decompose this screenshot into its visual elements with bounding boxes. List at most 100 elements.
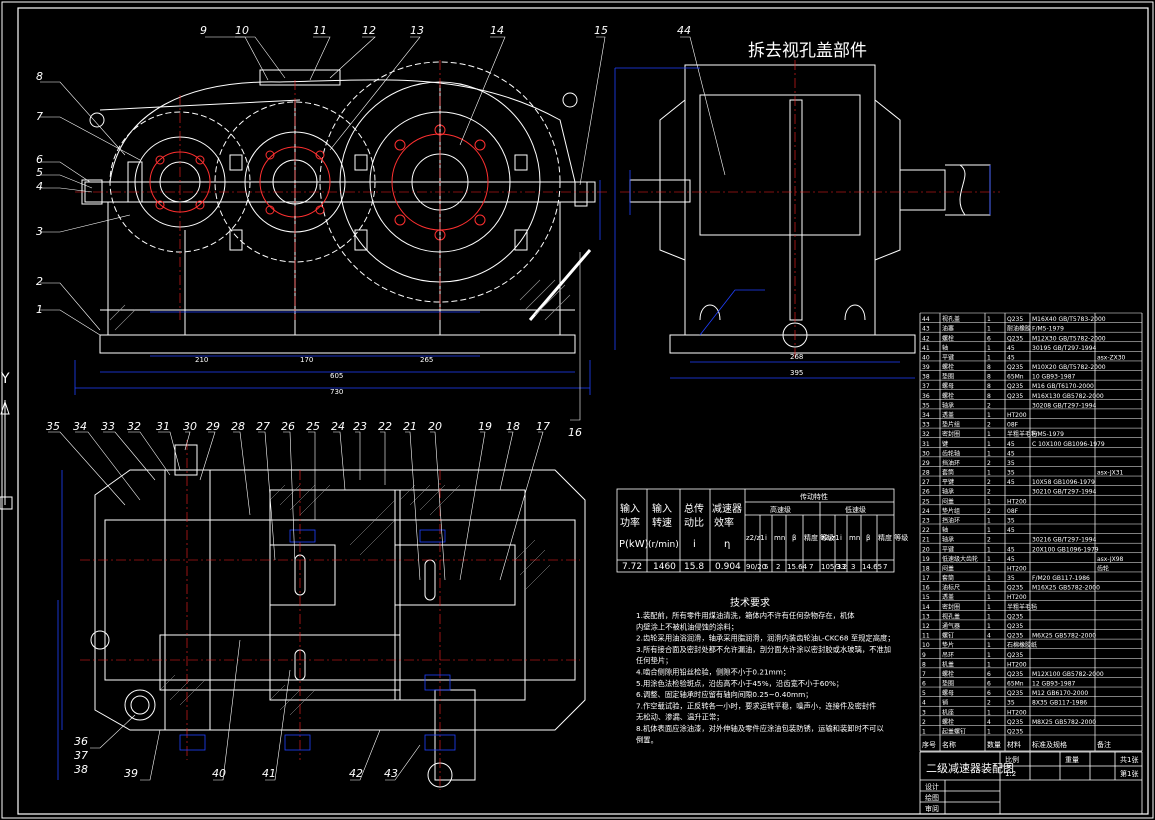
parts-cell: 1 bbox=[987, 441, 991, 448]
parts-cell: 螺栓 bbox=[942, 363, 954, 371]
parts-header-cell: 备注 bbox=[1097, 740, 1111, 749]
title-block-sheet2: 第1张 bbox=[1120, 769, 1138, 778]
parts-cell: 38 bbox=[922, 374, 930, 381]
callout-20: 20 bbox=[428, 420, 442, 433]
parts-cell: 1 bbox=[987, 652, 991, 659]
parts-cell: 45 bbox=[1007, 441, 1015, 448]
callout-42: 42 bbox=[349, 767, 363, 780]
parts-cell: 透盖 bbox=[942, 593, 954, 601]
parts-cell: 3 bbox=[922, 709, 926, 716]
callout-36: 36 bbox=[74, 735, 88, 748]
callout-19: 19 bbox=[478, 420, 492, 433]
tech-req-line: 5.用涂色法检验斑点，沿齿高不小于45%，沿齿宽不小于60%； bbox=[636, 679, 843, 688]
plan-view bbox=[90, 444, 586, 788]
parts-cell: 33 bbox=[922, 422, 930, 429]
parts-cell: 油标尺 bbox=[942, 584, 960, 592]
parts-cell: 35 bbox=[922, 402, 930, 409]
parts-cell: 34 bbox=[922, 412, 930, 419]
parts-cell: 1 bbox=[987, 431, 991, 438]
perf-col-i-low: i bbox=[840, 534, 842, 542]
perf-val-grade-low: 7 bbox=[883, 563, 887, 571]
perf-col-beta-low: β bbox=[866, 534, 870, 542]
title-block-drawn: 绘图 bbox=[925, 793, 939, 802]
parts-cell: 机盖 bbox=[942, 660, 954, 668]
parts-cell: 1 bbox=[987, 661, 991, 668]
callout-25: 25 bbox=[306, 420, 320, 433]
parts-cell: HT200 bbox=[1007, 661, 1027, 668]
perf-header-ratio: 总传 bbox=[684, 502, 704, 515]
perf-header-eff: 减速器 bbox=[712, 503, 742, 515]
callout-37: 37 bbox=[74, 749, 88, 762]
tech-req-line: 倒置。 bbox=[636, 735, 658, 744]
perf-val-power: 7.72 bbox=[622, 562, 642, 572]
parts-cell: 套筒 bbox=[942, 469, 954, 477]
parts-cell: 2 bbox=[987, 479, 991, 486]
plan-top-callouts: 35 34 33 32 31 30 29 28 27 26 25 24 23 2… bbox=[46, 420, 550, 433]
dim-overall: 730 bbox=[330, 388, 343, 396]
callout-40: 40 bbox=[212, 767, 226, 780]
perf-val-grade-high: 7 bbox=[809, 563, 813, 571]
perf-val-speed: 1460 bbox=[653, 562, 676, 572]
parts-cell: 45 bbox=[1007, 450, 1015, 457]
tech-req-line: 任何垫片； bbox=[636, 656, 672, 665]
callout-1: 1 bbox=[36, 303, 43, 316]
parts-cell: 10 bbox=[922, 642, 930, 649]
front-view bbox=[81, 61, 596, 354]
side-dim-w1: 395 bbox=[790, 369, 803, 377]
parts-cell: M16 GB/T6170-2000 bbox=[1032, 383, 1094, 390]
plan-centerlines bbox=[80, 440, 580, 790]
tech-req-line: 内壁涂上不被机油侵蚀的涂料； bbox=[636, 622, 738, 631]
parts-cell: Q235 bbox=[1007, 393, 1023, 400]
parts-cell: 键 bbox=[942, 440, 948, 448]
parts-cell: 35 bbox=[1007, 575, 1015, 582]
parts-cell: 闷盖 bbox=[942, 497, 954, 505]
parts-cell: 25 bbox=[922, 498, 930, 505]
dim-inner: 605 bbox=[330, 372, 343, 380]
parts-cell: Q235 bbox=[1007, 652, 1023, 659]
tech-req-line: 2.齿轮采用油浴润滑，轴承采用脂润滑，润滑内装齿轮油L-CKC68 至规定高度； bbox=[636, 634, 895, 643]
parts-cell: 通气器 bbox=[942, 622, 960, 630]
callout-7: 7 bbox=[36, 110, 43, 123]
callout-13: 13 bbox=[410, 24, 424, 37]
callout-3: 3 bbox=[36, 225, 43, 238]
parts-cell: 08F bbox=[1007, 422, 1019, 429]
parts-cell: 11 bbox=[922, 633, 930, 640]
parts-cell: 轴 bbox=[942, 526, 948, 534]
callout-10: 10 bbox=[235, 24, 249, 37]
perf-header-speed: 输入 bbox=[652, 502, 672, 515]
parts-cell: 2 bbox=[987, 402, 991, 409]
parts-cell: 6 bbox=[922, 681, 926, 688]
callout-23: 23 bbox=[353, 420, 367, 433]
parts-cell: 40 bbox=[922, 354, 930, 361]
parts-cell: 8 bbox=[987, 364, 991, 371]
parts-cell: Q235 bbox=[1007, 671, 1023, 678]
plan-top-leaders bbox=[48, 431, 544, 581]
tech-req-line: 7.作空载试验，正反转各一小时，要求运转平稳，噪声小，连接件及密封件 bbox=[636, 701, 876, 710]
parts-cell: F/M5-1979 bbox=[1032, 326, 1064, 333]
callout-26: 26 bbox=[281, 420, 295, 433]
parts-cell: M8X25 GB5782-2000 bbox=[1032, 719, 1096, 726]
title-block-weight-label: 重量 bbox=[1065, 756, 1079, 764]
perf-col-grade-low: 精度 等级 bbox=[878, 533, 908, 542]
parts-cell: 1 bbox=[987, 729, 991, 736]
tech-req-line: 3.所有接合面及密封处都不允许漏油，剖分面允许涂以密封胶或水玻璃，不准加 bbox=[636, 645, 891, 654]
side-view bbox=[629, 64, 991, 354]
parts-cell: 1 bbox=[987, 594, 991, 601]
parts-cell: 视孔盖 bbox=[942, 315, 960, 323]
tech-requirements: 技术要求 1.装配前，所有零件用煤油清洗，箱体内不许有任何杂物存在，机体 内壁涂… bbox=[636, 596, 895, 744]
plan-bottom-leaders bbox=[90, 639, 421, 781]
callout-38: 38 bbox=[74, 763, 88, 776]
parts-cell: 垫片 bbox=[942, 641, 954, 649]
parts-cell: 15 bbox=[922, 594, 930, 601]
parts-cell: 套筒 bbox=[942, 574, 954, 582]
parts-cell: HT200 bbox=[1007, 594, 1027, 601]
tech-req-lines: 1.装配前，所有零件用煤油清洗，箱体内不许有任何杂物存在，机体 内壁涂上不被机油… bbox=[636, 611, 895, 744]
callout-39: 39 bbox=[124, 767, 138, 780]
parts-cell: HT200 bbox=[1007, 412, 1027, 419]
parts-cell: 闷盖 bbox=[942, 564, 954, 572]
parts-header-cell: 数量 bbox=[987, 740, 1001, 749]
parts-cell: 半粗羊毛毡 bbox=[1007, 430, 1037, 438]
parts-cell: 14 bbox=[922, 604, 930, 611]
parts-cell: Q235 bbox=[1007, 613, 1023, 620]
top-callout-leaders bbox=[205, 36, 726, 186]
